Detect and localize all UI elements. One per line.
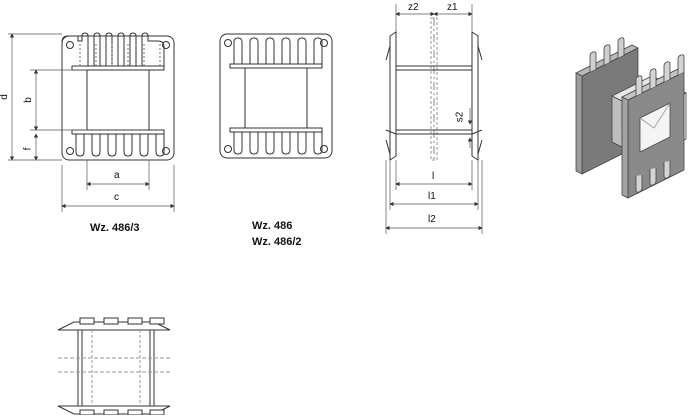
caption-wz-486: Wz. 486 [252,220,293,232]
caption-wz-486-3: Wz. 486/3 [90,222,140,234]
dim-label-l1: l1 [428,191,436,202]
dim-label-z2: z2 [408,2,419,13]
dim-label-b: b [22,97,34,103]
isometric-view [575,37,687,199]
dim-label-c: c [114,192,119,203]
dimension-lines-side [385,4,483,234]
front-view-486 [219,33,333,159]
dim-label-s2: s2 [454,111,466,123]
dim-label-z1: z1 [447,2,458,13]
dim-label-a: a [114,170,120,181]
dim-label-d: d [0,94,10,100]
caption-wz-486-2: Wz. 486/2 [252,236,302,248]
front-view-486-3 [61,32,175,161]
dim-label-l2: l2 [428,214,436,225]
side-view [385,17,483,161]
dim-label-l: l [432,171,435,182]
bottom-view [57,317,171,416]
dim-label-f: f [22,147,34,151]
dimension-lines-486-3 [8,33,175,212]
